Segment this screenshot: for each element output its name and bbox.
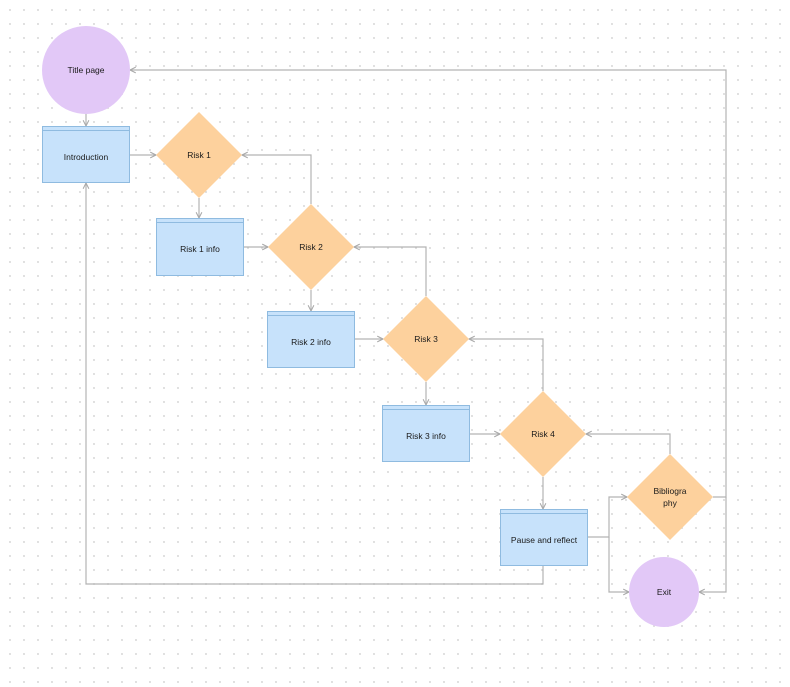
risk-1-info-label: Risk 1 info (180, 244, 220, 255)
risk-4-decision-shape[interactable] (500, 391, 586, 477)
risk-2-info-label: Risk 2 info (291, 336, 331, 347)
risk-2-node[interactable]: Risk 2 (268, 204, 354, 290)
bibliography-decision-shape[interactable] (627, 454, 713, 540)
pause-reflect-node[interactable]: Pause and reflect (500, 509, 588, 566)
risk-3-label: Risk 3 (414, 333, 438, 344)
connector-risk-4-to-risk-3 (469, 339, 544, 391)
risk-3-node[interactable]: Risk 3 (383, 296, 469, 382)
connector-pause-reflect-to-introduction (86, 183, 544, 585)
risk-1-node[interactable]: Risk 1 (156, 112, 242, 198)
pause-reflect-label: Pause and reflect (510, 534, 578, 545)
risk-1-label: Risk 1 (187, 149, 211, 160)
risk-4-node[interactable]: Risk 4 (500, 391, 586, 477)
risk-2-label: Risk 2 (299, 241, 323, 252)
risk-1-decision-shape[interactable] (156, 112, 242, 198)
risk-2-decision-shape[interactable] (268, 204, 354, 290)
title-page-node[interactable]: Title page (42, 26, 130, 114)
introduction-label: Introduction (63, 151, 109, 162)
risk-3-decision-shape[interactable] (383, 296, 469, 382)
bibliography-node[interactable]: Bibliogra phy (627, 454, 713, 540)
title-page-label: Title page (67, 64, 105, 75)
connector-risk-3-to-risk-2 (354, 247, 427, 296)
connector-pause-reflect-to-exit (608, 537, 629, 592)
risk-2-info-node[interactable]: Risk 2 info (267, 311, 355, 368)
connector-pause-reflect-to-bibliography (588, 497, 627, 538)
connector-bibliography-to-exit (699, 497, 727, 592)
risk-3-info-label: Risk 3 info (406, 430, 446, 441)
risk-4-label: Risk 4 (531, 428, 555, 439)
exit-node[interactable]: Exit (629, 557, 699, 627)
connector-bibliography-to-title-page (130, 70, 727, 498)
exit-label: Exit (656, 586, 672, 597)
bibliography-label: Bibliogra phy (653, 485, 687, 508)
risk-1-info-node[interactable]: Risk 1 info (156, 218, 244, 276)
connector-risk-2-to-risk-1 (242, 155, 312, 204)
introduction-node[interactable]: Introduction (42, 126, 130, 183)
risk-3-info-node[interactable]: Risk 3 info (382, 405, 470, 462)
connector-bibliography-to-risk-4 (586, 434, 671, 454)
